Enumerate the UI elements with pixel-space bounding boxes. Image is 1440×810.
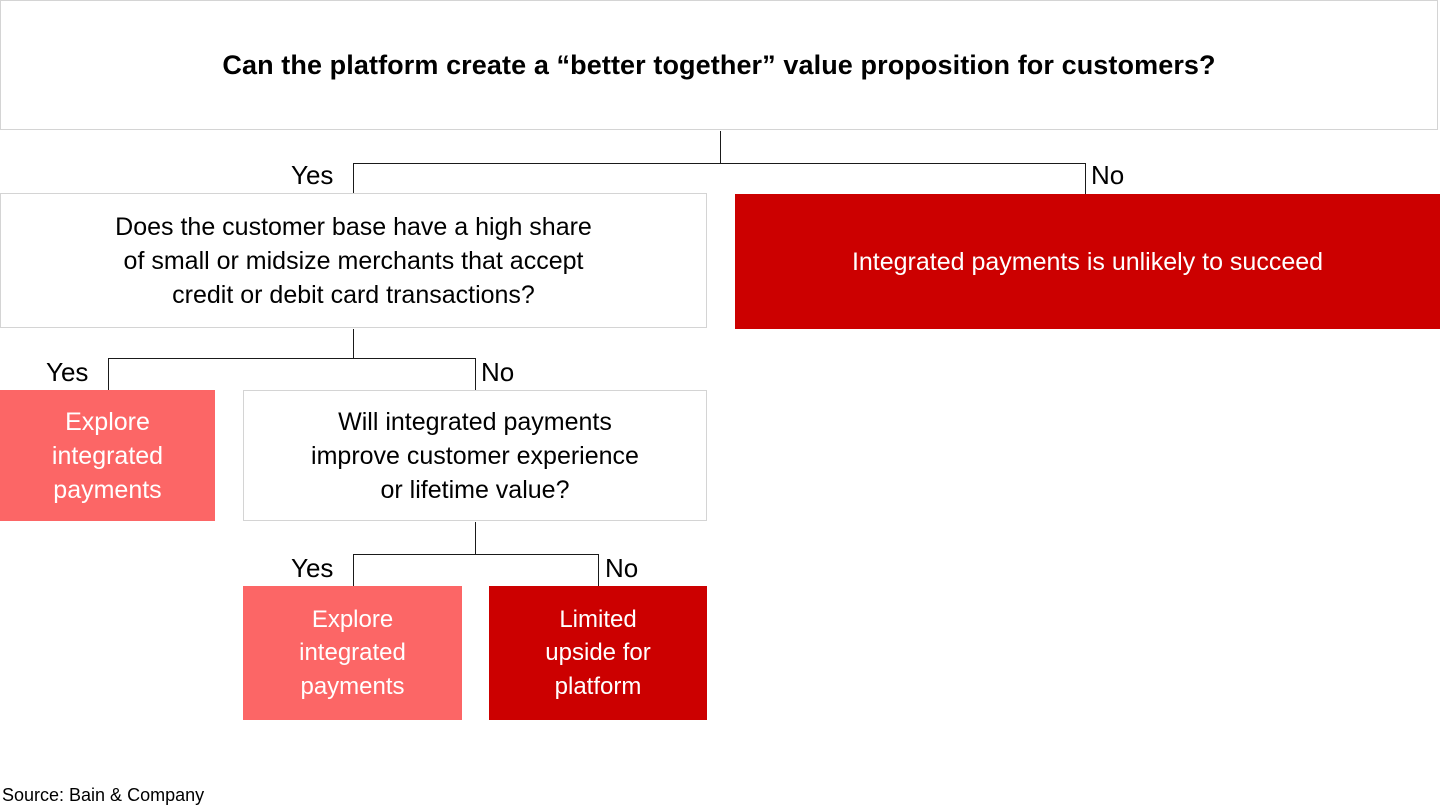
outcome-explore-bottom-line3: payments bbox=[300, 672, 405, 700]
question2-line1: Will integrated payments bbox=[338, 407, 612, 436]
connector-level3-leg-no bbox=[598, 554, 599, 586]
connector-level3-leg-yes bbox=[353, 554, 354, 586]
connector-level2-leg-no bbox=[475, 358, 476, 390]
connector-level2-leg-yes bbox=[108, 358, 109, 390]
title-box: Can the platform create a “better togeth… bbox=[0, 0, 1438, 130]
branch-label-level3-yes: Yes bbox=[291, 553, 334, 583]
outcome-node-unlikely-to-succeed: Integrated payments is unlikely to succe… bbox=[735, 194, 1440, 329]
branch-label-level2-yes: Yes bbox=[46, 357, 89, 387]
outcome-explore-left-line3: payments bbox=[53, 475, 162, 504]
outcome-unlikely-text: Integrated payments is unlikely to succe… bbox=[851, 247, 1324, 276]
question1-line2: of small or midsize merchants that accep… bbox=[123, 246, 584, 275]
question1-line1: Does the customer base have a high share bbox=[115, 212, 592, 241]
question2-line2: improve customer experience bbox=[311, 441, 639, 470]
branch-label-level1-yes: Yes bbox=[291, 160, 334, 190]
connector-level2-stem bbox=[353, 329, 354, 358]
connector-level1-leg-no bbox=[1085, 163, 1086, 194]
outcome-node-explore-payments-left: Explore integrated payments bbox=[0, 390, 215, 521]
outcome-node-explore-payments-bottom: Explore integrated payments bbox=[243, 586, 462, 720]
connector-level1-leg-yes bbox=[353, 163, 354, 194]
outcome-node-limited-upside: Limited upside for platform bbox=[489, 586, 707, 720]
branch-label-level2-no: No bbox=[481, 357, 515, 387]
connector-level2-bar bbox=[108, 358, 475, 359]
connector-level3-stem bbox=[475, 522, 476, 554]
question1-line3: credit or debit card transactions? bbox=[172, 280, 535, 309]
outcome-explore-bottom-line2: integrated bbox=[299, 639, 406, 667]
question-node-customer-experience: Will integrated payments improve custome… bbox=[243, 390, 707, 521]
outcome-limited-line2: upside for bbox=[545, 639, 651, 667]
branch-label-level3-no: No bbox=[605, 553, 639, 583]
question-node-customer-base: Does the customer base have a high share… bbox=[0, 193, 707, 328]
outcome-explore-bottom-line1: Explore bbox=[311, 606, 394, 634]
connector-level1-bar bbox=[353, 163, 1086, 164]
outcome-limited-line3: platform bbox=[554, 672, 642, 700]
outcome-explore-left-line2: integrated bbox=[51, 441, 164, 470]
connector-level3-bar bbox=[353, 554, 598, 555]
source-note: Source: Bain & Company bbox=[2, 785, 205, 805]
question2-line3: or lifetime value? bbox=[380, 475, 570, 504]
outcome-limited-line1: Limited bbox=[559, 606, 637, 634]
connector-level1-stem bbox=[720, 131, 721, 163]
page-title: Can the platform create a “better togeth… bbox=[222, 49, 1216, 80]
branch-label-level1-no: No bbox=[1091, 160, 1125, 190]
outcome-explore-left-line1: Explore bbox=[65, 407, 150, 436]
